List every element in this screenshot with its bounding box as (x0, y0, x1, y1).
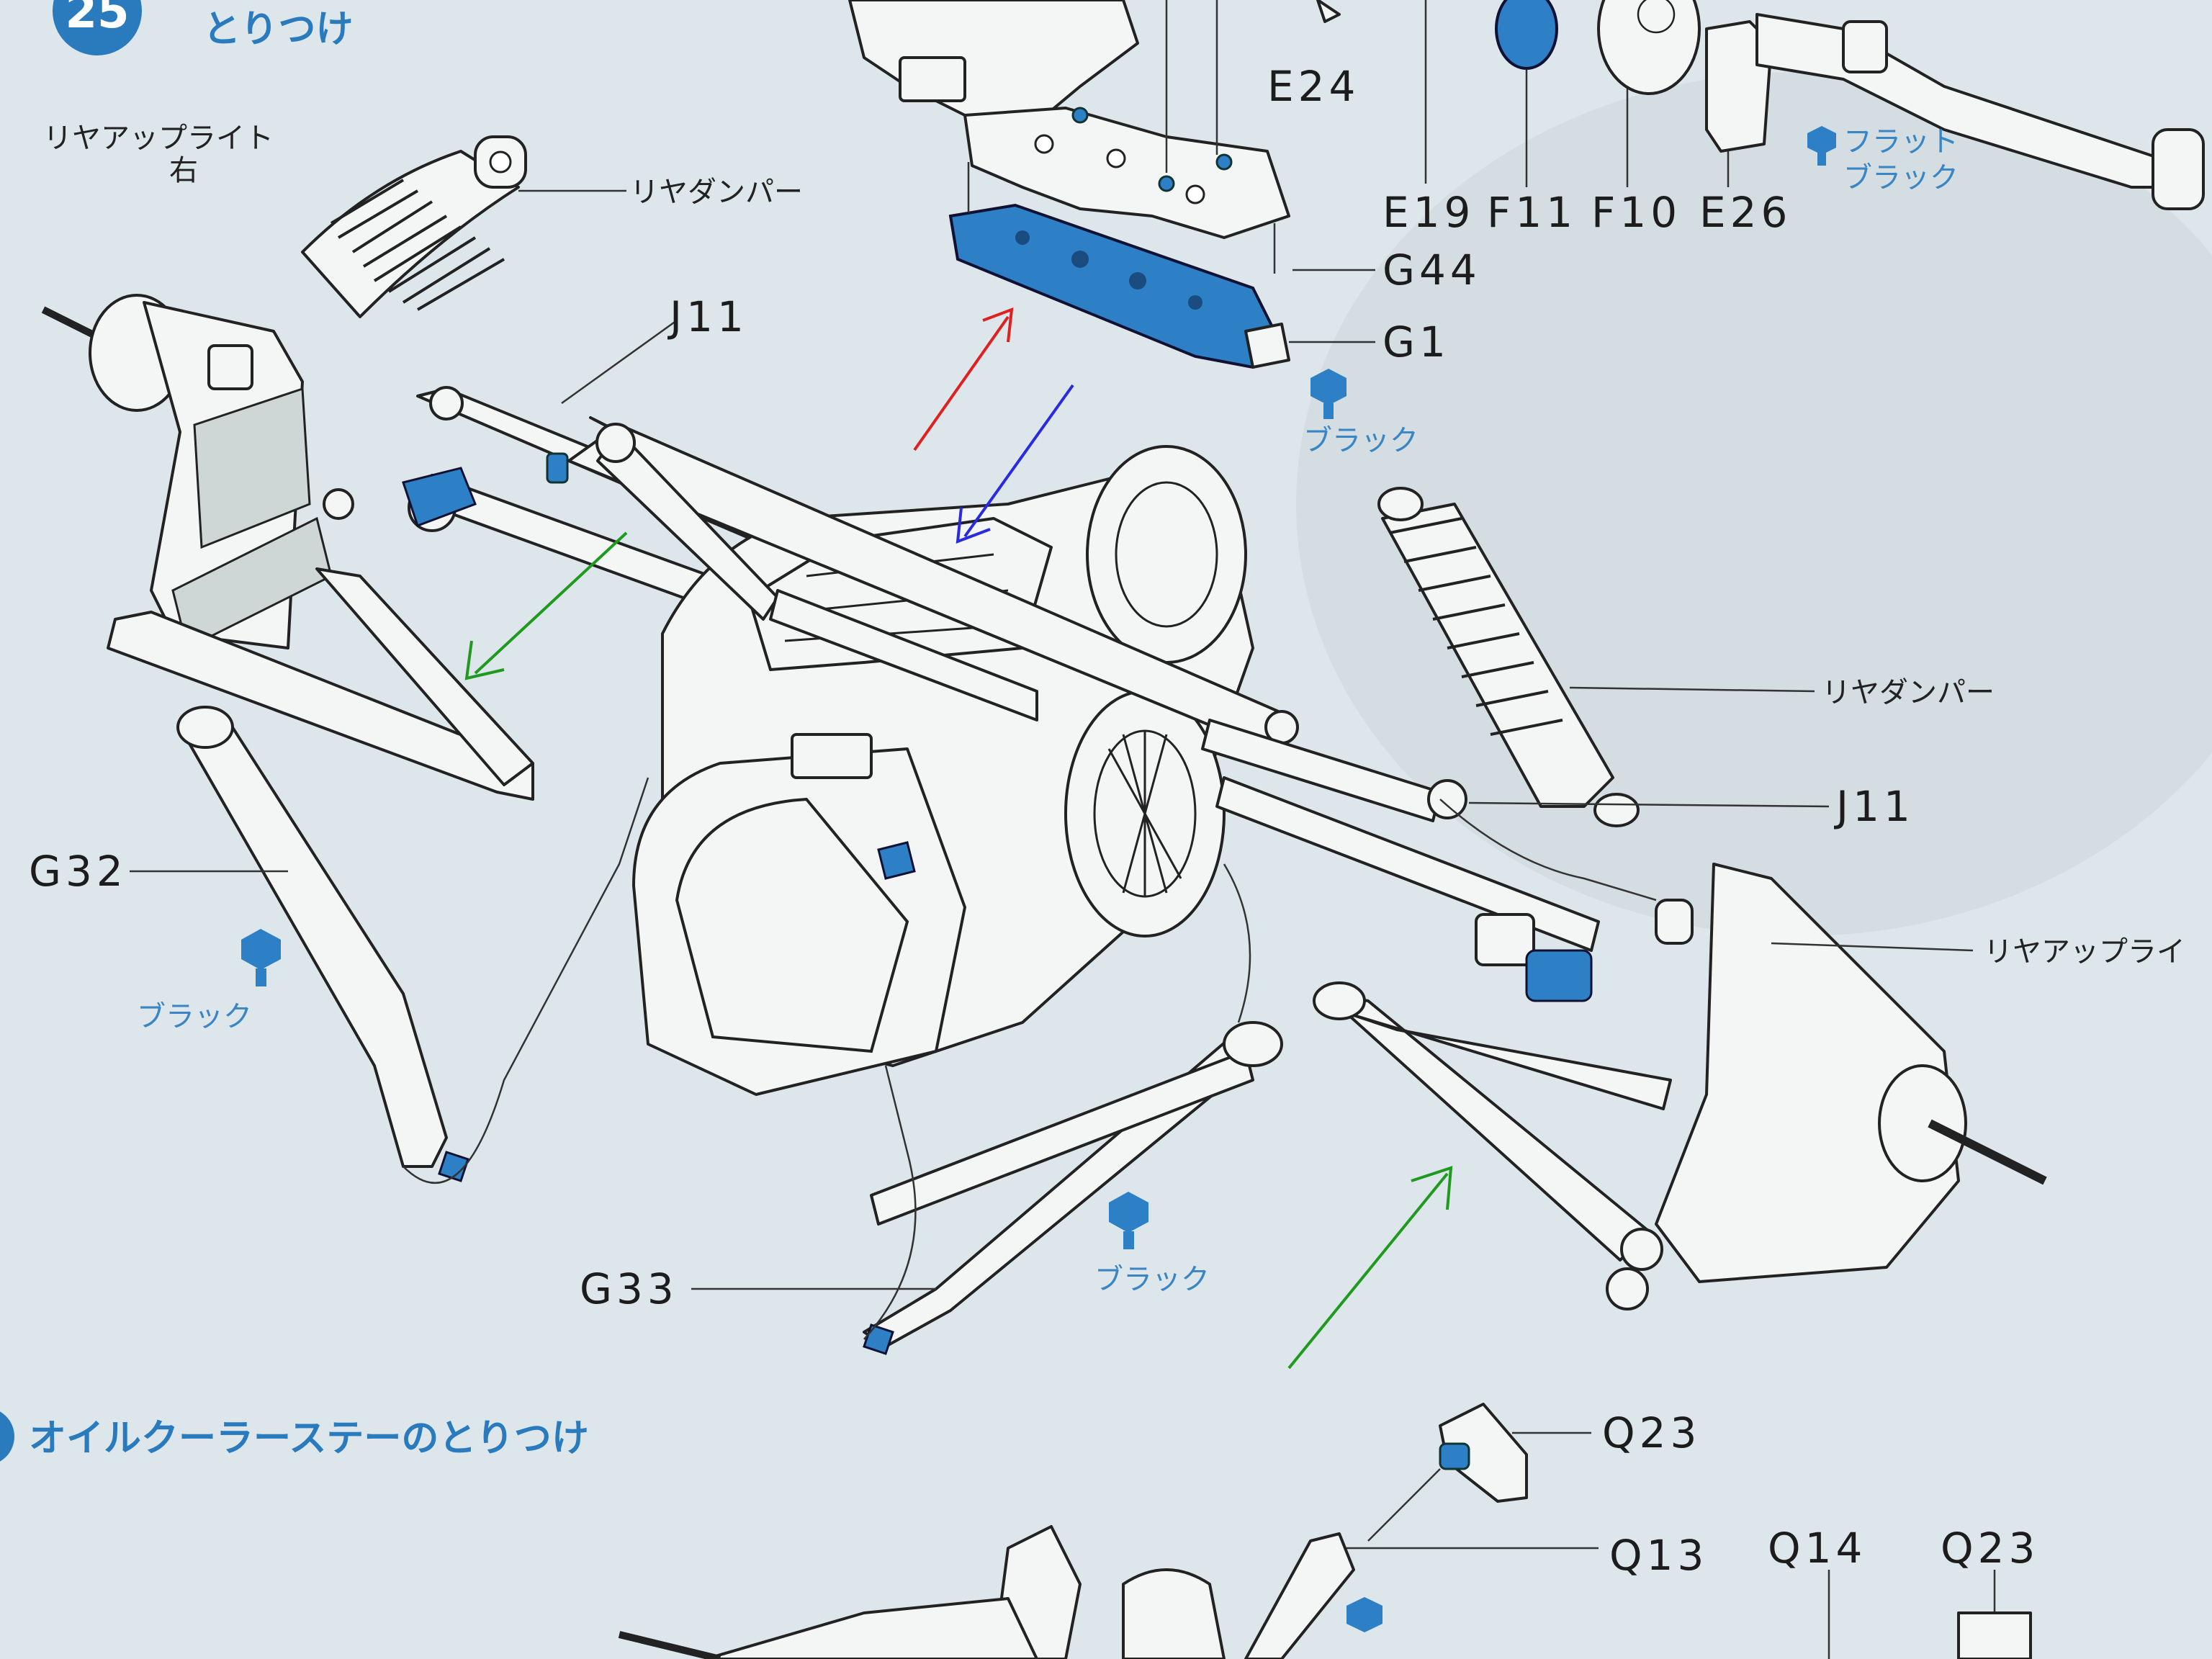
label-rear-uplight-right-side: リヤアップライ (1984, 935, 2185, 968)
label-rear-uplight-right: リヤアップライト (43, 122, 274, 155)
annotation-arrow-blue (956, 384, 1074, 544)
joint-j11-left (546, 452, 569, 484)
step-number-badge (53, 0, 142, 55)
paint-black-g1-label: ブラック (1303, 424, 1419, 457)
part-e26: E26 (1699, 188, 1791, 237)
paint-black-center: ブラック (1094, 1192, 1210, 1296)
part-g33: G33 (580, 1264, 678, 1313)
part-q13: Q13 (1609, 1531, 1708, 1580)
part-g44: G44 (1382, 246, 1481, 295)
step-title: とりつけ (203, 8, 354, 51)
rear-uplight-left (41, 294, 354, 660)
annotation-arrow-green-left (464, 531, 628, 680)
paint-black-g1: ブラック (1303, 369, 1419, 457)
part-g32: G32 (29, 847, 127, 896)
engine-transaxle (632, 445, 1254, 1096)
part-g1: G1 (1382, 318, 1450, 367)
paint-black-label: ブラック (1843, 161, 1959, 194)
part-j11-top: J11 (667, 292, 748, 341)
part-j11-right: J11 (1834, 782, 1915, 831)
part-f10: F10 (1591, 188, 1681, 237)
rear-damper-right (1377, 487, 1640, 827)
paint-drop-icon (241, 929, 281, 970)
right-shaft (1201, 719, 1600, 1002)
paint-drop-icon (1346, 1597, 1382, 1632)
leader-wires (403, 777, 1657, 1340)
arm-g33 (863, 1021, 1283, 1355)
differential-top-right (1165, 0, 2205, 210)
step-25-header: 25 とりつけ (53, 0, 354, 55)
arm-g32 (176, 706, 469, 1182)
paint-drop-icon (1109, 1192, 1148, 1233)
step-26-header: オイルクーラーステーのとりつけ (0, 1411, 589, 1462)
part-f11: F11 (1487, 188, 1577, 237)
paint-black-left: ブラック (137, 929, 281, 1033)
paint-drop-icon (1807, 126, 1836, 155)
label-leaders (130, 189, 1996, 1659)
paint-flat-black: フラット ブラック (1807, 125, 1959, 194)
label-rear-damper-right: リヤダンパー (1822, 676, 1995, 709)
label-rear-damper-left: リヤダンパー (630, 176, 803, 209)
step-number: 25 (65, 0, 129, 39)
paint-drop-icon (1310, 369, 1346, 405)
gearbox-top (848, 0, 1290, 239)
paint-flat-label: フラット (1843, 125, 1959, 158)
oil-cooler-parts (618, 1403, 2032, 1659)
part-q23-b: Q23 (1941, 1524, 2039, 1573)
part-e19: E19 (1382, 188, 1475, 237)
paint-black-center-label: ブラック (1094, 1263, 1210, 1296)
paint-black-left-label: ブラック (137, 1000, 252, 1033)
plate-g44 (948, 203, 1290, 369)
part-e24: E24 (1267, 62, 1359, 111)
upper-a-arm (567, 423, 1299, 750)
rear-damper-left (301, 135, 527, 318)
rear-uplight-right (1313, 863, 2047, 1310)
label-right-side: 右 (169, 154, 198, 187)
step-26-title: オイルクーラーステーのとりつけ (29, 1417, 589, 1460)
annotation-arrow-green-right (1287, 1166, 1453, 1370)
part-q14: Q14 (1768, 1524, 1866, 1573)
part-q23-a: Q23 (1602, 1408, 1701, 1457)
annotation-arrow-red (913, 307, 1014, 451)
